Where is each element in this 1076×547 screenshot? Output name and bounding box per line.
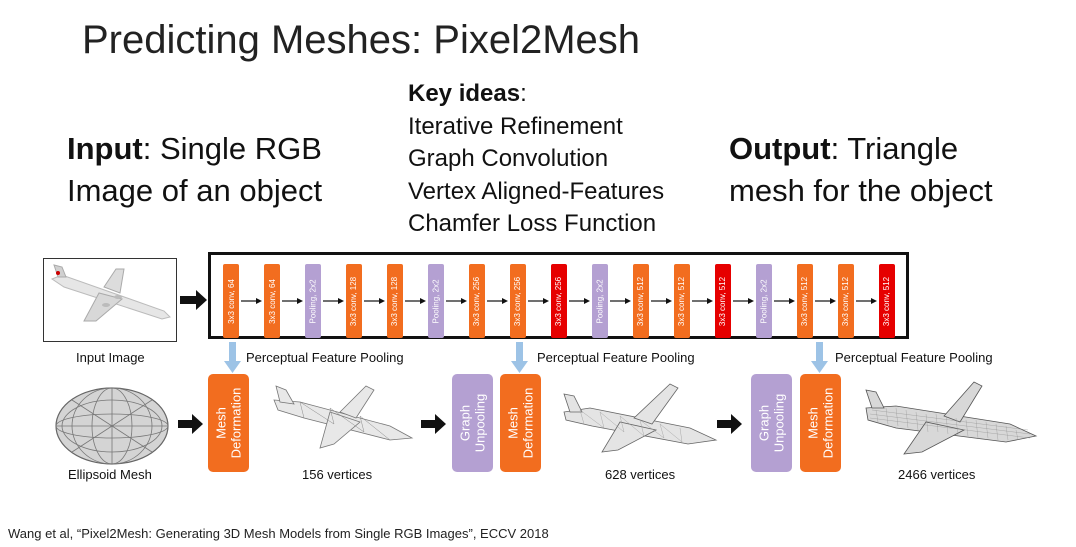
arrowhead-icon <box>830 298 836 304</box>
input-image <box>43 258 177 342</box>
key-idea-item: Iterative Refinement <box>408 112 623 140</box>
arrowhead-icon <box>256 298 262 304</box>
cnn-layer: Pooling, 2x2 <box>428 264 444 338</box>
arrow-right-icon <box>421 414 446 434</box>
cnn-layer: Pooling, 2x2 <box>592 264 608 338</box>
cnn-layer: 3x3 conv, 512 <box>715 264 731 338</box>
cnn-layer: 3x3 conv, 128 <box>346 264 362 338</box>
perceptual-pooling-label: Perceptual Feature Pooling <box>835 350 993 365</box>
ellipsoid-label: Ellipsoid Mesh <box>68 467 152 482</box>
block-label: Mesh <box>805 407 821 439</box>
block-label: Deformation <box>820 387 836 459</box>
input-heading: Input <box>67 131 143 166</box>
block-label: Deformation <box>520 387 536 459</box>
mesh-156-icon <box>273 385 414 449</box>
cnn-layer: Pooling, 2x2 <box>756 264 772 338</box>
output-description: Output: Triangle mesh for the object <box>729 128 993 212</box>
block-label: Unpooling <box>472 393 488 453</box>
cnn-layer: 3x3 conv, 512 <box>838 264 854 338</box>
arrowhead-icon <box>461 298 467 304</box>
block-label: Mesh <box>505 407 521 439</box>
arrowhead-icon <box>543 298 549 304</box>
arrowhead-icon <box>502 298 508 304</box>
down-arrow-icon <box>811 342 828 373</box>
vertex-count-label: 156 vertices <box>302 467 373 482</box>
vertex-count-label: 2466 vertices <box>898 467 976 482</box>
arrow-right-icon <box>178 414 203 434</box>
block-label: Graph <box>457 404 473 442</box>
mesh-2466-icon <box>865 381 1038 455</box>
arrow-right-icon <box>180 290 207 310</box>
cnn-layer: 3x3 conv, 64 <box>223 264 239 338</box>
cnn-layer: 3x3 conv, 512 <box>674 264 690 338</box>
arrowhead-icon <box>871 298 877 304</box>
cnn-layer: 3x3 conv, 512 <box>797 264 813 338</box>
arrowhead-icon <box>789 298 795 304</box>
input-text-1: : Single RGB <box>142 131 322 166</box>
arrowhead-icon <box>584 298 590 304</box>
cnn-layer: 3x3 conv, 128 <box>387 264 403 338</box>
cnn-layer: 3x3 conv, 256 <box>551 264 567 338</box>
input-image-label: Input Image <box>76 350 145 365</box>
block-label: Unpooling <box>771 393 787 453</box>
airplane-photo-icon <box>50 264 171 322</box>
arrowhead-icon <box>420 298 426 304</box>
cnn-layer: 3x3 conv, 256 <box>510 264 526 338</box>
cnn-layer: 3x3 conv, 256 <box>469 264 485 338</box>
arrowhead-icon <box>338 298 344 304</box>
vertex-count-label: 628 vertices <box>605 467 676 482</box>
perceptual-pooling-label: Perceptual Feature Pooling <box>537 350 695 365</box>
key-ideas-colon: : <box>520 80 527 107</box>
arrowhead-icon <box>748 298 754 304</box>
perceptual-pooling-label: Perceptual Feature Pooling <box>246 350 404 365</box>
cnn-layer: 3x3 conv, 512 <box>879 264 895 338</box>
input-text-2: Image of an object <box>67 173 323 208</box>
down-arrow-icon <box>224 342 241 373</box>
arrowhead-icon <box>666 298 672 304</box>
ellipsoid-mesh-icon <box>55 387 169 465</box>
down-arrow-icon <box>511 342 528 373</box>
key-idea-item: Vertex Aligned-Features <box>408 177 665 205</box>
key-idea-item: Graph Convolution <box>408 145 609 172</box>
arrowhead-icon <box>297 298 303 304</box>
arrowhead-icon <box>707 298 713 304</box>
block-label: Graph <box>756 404 772 442</box>
slide-title: Predicting Meshes: Pixel2Mesh <box>82 18 641 62</box>
block-label: Deformation <box>228 387 244 459</box>
arrowhead-icon <box>379 298 385 304</box>
block-label: Mesh <box>213 407 229 439</box>
key-idea-item: Chamfer Loss Function <box>408 210 657 237</box>
key-ideas-heading: Key ideas <box>408 80 521 107</box>
input-description: Input: Single RGB Image of an object <box>67 128 322 212</box>
key-ideas: Key ideas: Iterative Refinement Graph Co… <box>408 78 664 241</box>
arrowhead-icon <box>625 298 631 304</box>
cnn-layer: Pooling, 2x2 <box>305 264 321 338</box>
citation: Wang et al, “Pixel2Mesh: Generating 3D M… <box>8 526 549 541</box>
mesh-628-icon <box>563 383 718 453</box>
arrow-right-icon <box>717 414 742 434</box>
cnn-layer: 3x3 conv, 64 <box>264 264 280 338</box>
output-text-2: mesh for the object <box>729 173 993 208</box>
output-heading: Output <box>729 131 831 166</box>
output-text-1: : Triangle <box>830 131 959 166</box>
cnn-layer: 3x3 conv, 512 <box>633 264 649 338</box>
